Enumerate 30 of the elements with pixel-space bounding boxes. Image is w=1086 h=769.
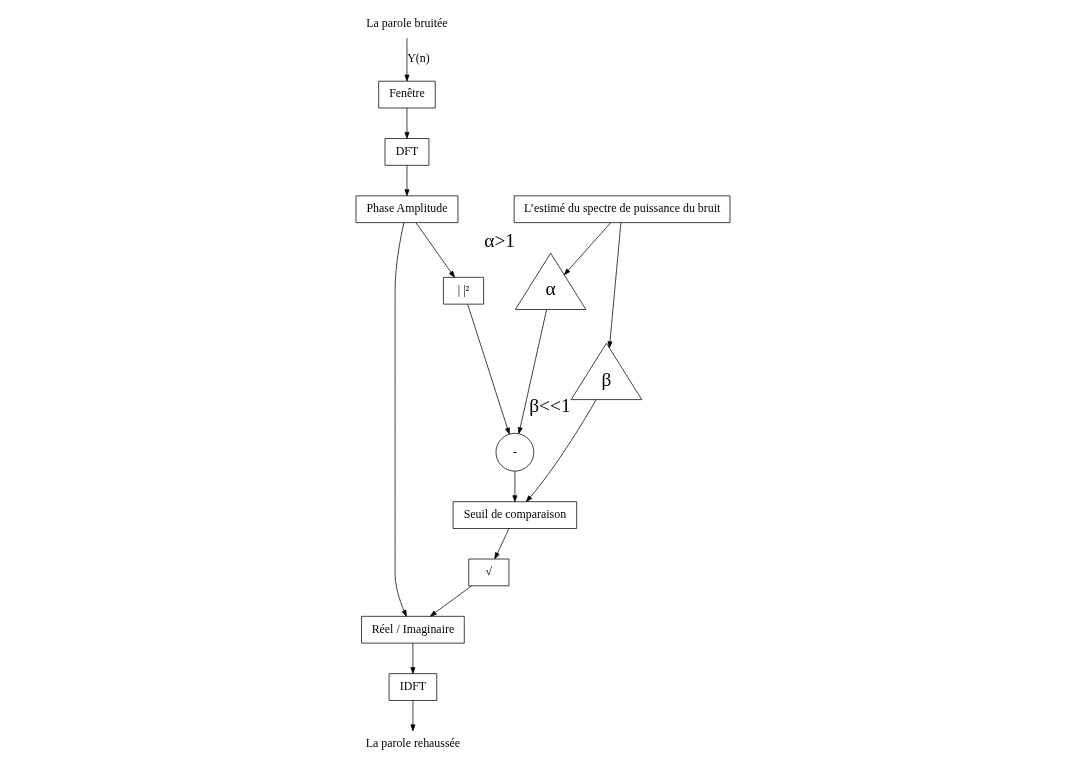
- node-box: √: [468, 558, 510, 587]
- arrow: [404, 164, 410, 197]
- arrow: [394, 222, 407, 617]
- arrow: [404, 107, 410, 139]
- node-text: La parole rehaussée: [365, 736, 461, 751]
- arrow: [517, 309, 547, 434]
- node-box: Phase Amplitude: [355, 195, 459, 223]
- node-box: DFT: [384, 138, 430, 166]
- arrow: [467, 303, 510, 435]
- arrow: [512, 471, 518, 502]
- node-box: Réel / Imaginaire: [361, 615, 465, 644]
- node-text: La parole bruitée: [366, 16, 448, 31]
- node-box: L’estimé du spectre de puissance du bruit: [513, 195, 731, 223]
- edge-label: Y(n): [407, 51, 430, 66]
- node-box: Fenêtre: [378, 80, 436, 109]
- node-label: α>1: [484, 230, 516, 252]
- arrow: [410, 642, 416, 674]
- node-box: Seuil de comparaison: [452, 501, 578, 529]
- node-box: IDFT: [388, 673, 438, 701]
- arrow: [494, 528, 510, 560]
- arrow: [607, 222, 622, 348]
- node-label: β<<1: [529, 395, 571, 417]
- arrow: [430, 585, 472, 617]
- node-circle: -: [495, 432, 535, 472]
- node-box: | |²: [443, 276, 484, 305]
- arrow: [415, 222, 455, 278]
- arrow: [404, 37, 410, 82]
- arrow: [563, 222, 611, 276]
- arrow: [525, 399, 597, 503]
- arrow: [410, 700, 416, 732]
